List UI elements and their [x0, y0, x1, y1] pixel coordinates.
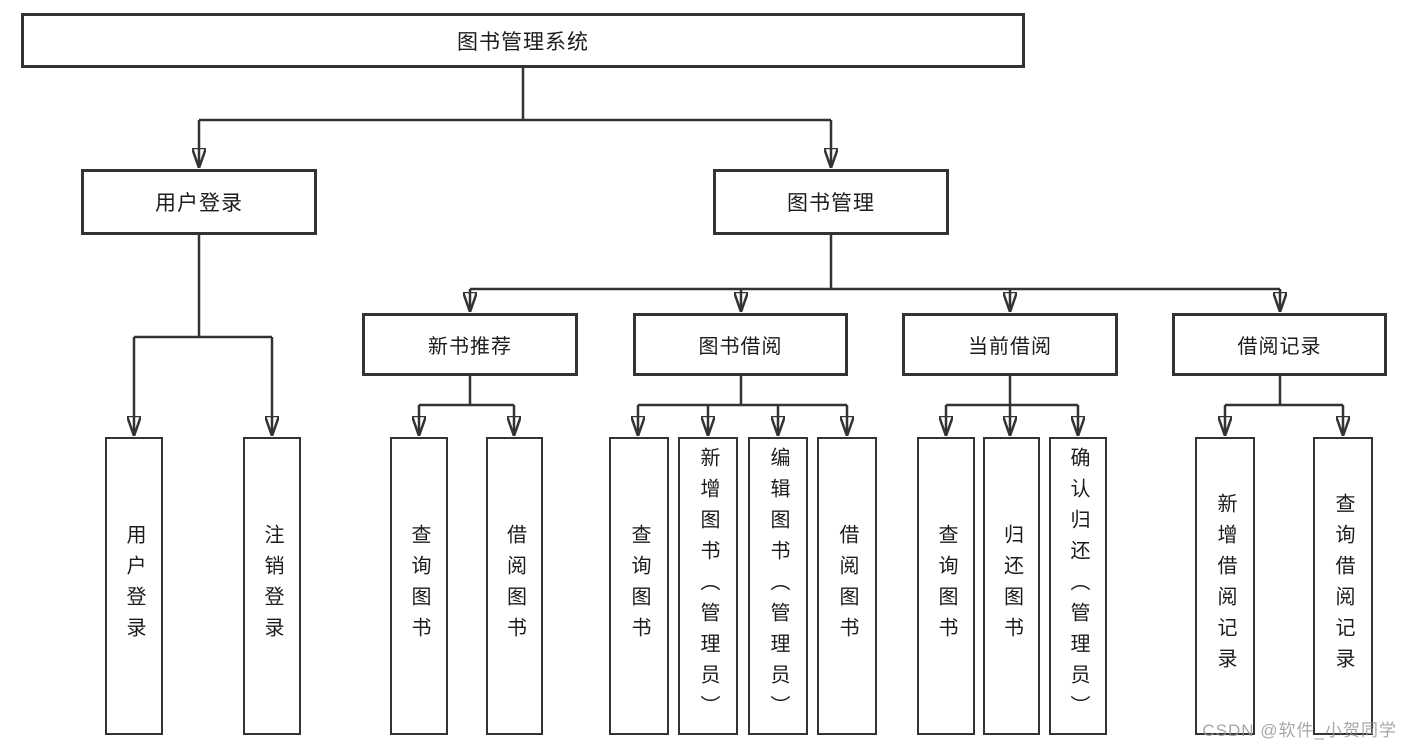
leaf-records-add-record: 新增借阅记录 [1195, 437, 1255, 735]
leaf-label: 归还图书 [1000, 524, 1023, 648]
leaf-current-confirm-return-admin: 确认归还（管理员） [1049, 437, 1107, 735]
node-book-borrowing: 图书借阅 [633, 313, 848, 376]
node-current-borrowing: 当前借阅 [902, 313, 1118, 376]
leaf-records-query-record: 查询借阅记录 [1313, 437, 1373, 735]
leaf-newbook-borrow-books: 借阅图书 [486, 437, 543, 735]
node-user-login: 用户登录 [81, 169, 317, 235]
node-label: 图书借阅 [698, 336, 783, 358]
leaf-label: 用户登录 [123, 524, 145, 648]
leaf-logout: 注销登录 [243, 437, 301, 735]
leaf-current-return-books: 归还图书 [983, 437, 1040, 735]
node-borrowing-records: 借阅记录 [1172, 313, 1387, 376]
node-label: 新书推荐 [428, 336, 512, 358]
node-label: 用户登录 [155, 192, 243, 215]
csdn-watermark: CSDN @软件_小贺同学 [1202, 721, 1397, 740]
leaf-borrowing-query-books: 查询图书 [609, 437, 669, 735]
leaf-label: 确认归还（管理员） [1067, 446, 1089, 726]
leaf-current-query-books: 查询图书 [917, 437, 975, 735]
node-label: 借阅记录 [1237, 336, 1322, 358]
leaf-label: 查询图书 [628, 524, 650, 648]
leaf-label: 新增图书（管理员） [697, 446, 719, 726]
node-book-management-system: 图书管理系统 [21, 13, 1025, 68]
leaf-label: 借阅图书 [836, 524, 858, 648]
leaf-newbook-query-books: 查询图书 [390, 437, 448, 735]
leaf-label: 借阅图书 [503, 524, 526, 648]
leaf-label: 注销登录 [261, 524, 283, 648]
node-book-management: 图书管理 [713, 169, 949, 235]
leaf-label: 查询图书 [935, 524, 957, 648]
node-new-book-recommend: 新书推荐 [362, 313, 578, 376]
leaf-borrowing-add-books-admin: 新增图书（管理员） [678, 437, 738, 735]
leaf-borrowing-borrow-books: 借阅图书 [817, 437, 877, 735]
node-label: 图书管理系统 [457, 30, 589, 54]
leaf-user-login: 用户登录 [105, 437, 163, 735]
leaf-label: 编辑图书（管理员） [767, 446, 789, 726]
node-label: 当前借阅 [968, 336, 1052, 358]
leaf-borrowing-edit-books-admin: 编辑图书（管理员） [748, 437, 808, 735]
leaf-label: 查询借阅记录 [1332, 493, 1354, 679]
leaf-label: 查询图书 [408, 524, 430, 648]
node-label: 图书管理 [787, 192, 875, 215]
leaf-label: 新增借阅记录 [1214, 493, 1236, 679]
